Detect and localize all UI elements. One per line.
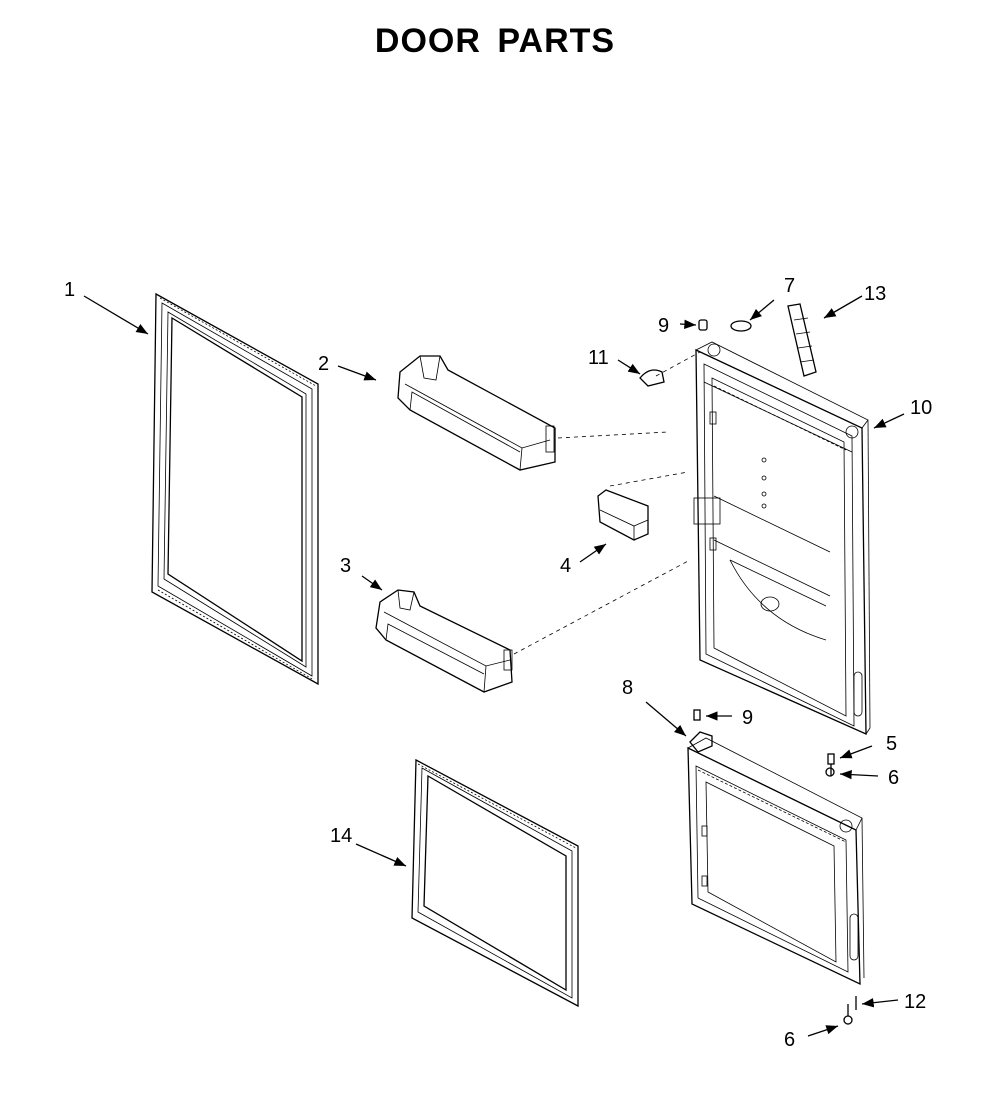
callout-arrow-14 — [355, 843, 407, 867]
callout-arrow-6b — [807, 1025, 839, 1037]
bin-4-guide-line — [609, 471, 689, 487]
callout-arrow-6a — [839, 769, 879, 780]
callout-arrow-7 — [749, 299, 775, 321]
callout-6-lower: 6 — [784, 1029, 795, 1051]
callout-11: 11 — [588, 347, 609, 369]
bin-2-guide-line — [557, 431, 669, 439]
lower-washer-part[interactable] — [843, 1004, 853, 1025]
callout-arrow-10 — [873, 413, 905, 429]
callout-13: 13 — [864, 283, 886, 305]
door-gasket-part[interactable] — [151, 292, 319, 686]
upper-screw-part[interactable] — [698, 319, 708, 331]
callout-6-upper: 6 — [888, 767, 899, 789]
callout-arrow-2 — [337, 365, 377, 381]
callout-9-lower: 9 — [742, 707, 753, 729]
callout-arrow-3 — [361, 575, 383, 591]
upper-washer-part[interactable] — [825, 767, 835, 777]
callout-arrow-5 — [839, 745, 873, 759]
small-bin-part[interactable] — [597, 489, 649, 541]
cap-guide-line — [655, 351, 701, 377]
callout-10: 10 — [910, 397, 932, 419]
callout-1: 1 — [64, 279, 75, 301]
bushing-part[interactable] — [730, 320, 752, 332]
callout-arrow-12 — [861, 998, 899, 1008]
callout-arrow-13 — [823, 295, 863, 319]
callout-arrow-9a — [679, 319, 697, 329]
callout-8: 8 — [622, 677, 633, 699]
callout-arrow-1 — [83, 295, 149, 335]
callout-14: 14 — [330, 825, 352, 847]
hinge-pin-part[interactable] — [827, 753, 835, 776]
fresh-food-door-part[interactable] — [693, 341, 871, 736]
callout-7: 7 — [784, 275, 795, 297]
upper-door-bin-part[interactable] — [397, 355, 556, 471]
callout-3: 3 — [340, 555, 351, 577]
hinge-cover-part[interactable] — [787, 303, 817, 377]
hinge-cap-part[interactable] — [639, 369, 665, 387]
callout-arrow-11 — [617, 359, 641, 375]
callout-arrow-8 — [645, 701, 687, 737]
callout-arrow-4 — [579, 543, 607, 563]
bin-3-guide-line — [513, 559, 691, 655]
freezer-door-part[interactable] — [687, 737, 865, 986]
callout-9-upper: 9 — [658, 315, 669, 337]
freezer-gasket-part[interactable] — [411, 758, 579, 1008]
page-title: DOOR PARTS — [374, 22, 616, 60]
callout-2: 2 — [318, 353, 329, 375]
lower-door-bin-part[interactable] — [375, 589, 513, 693]
callout-4: 4 — [560, 555, 571, 577]
callout-5: 5 — [886, 733, 897, 755]
callout-12: 12 — [904, 991, 926, 1013]
